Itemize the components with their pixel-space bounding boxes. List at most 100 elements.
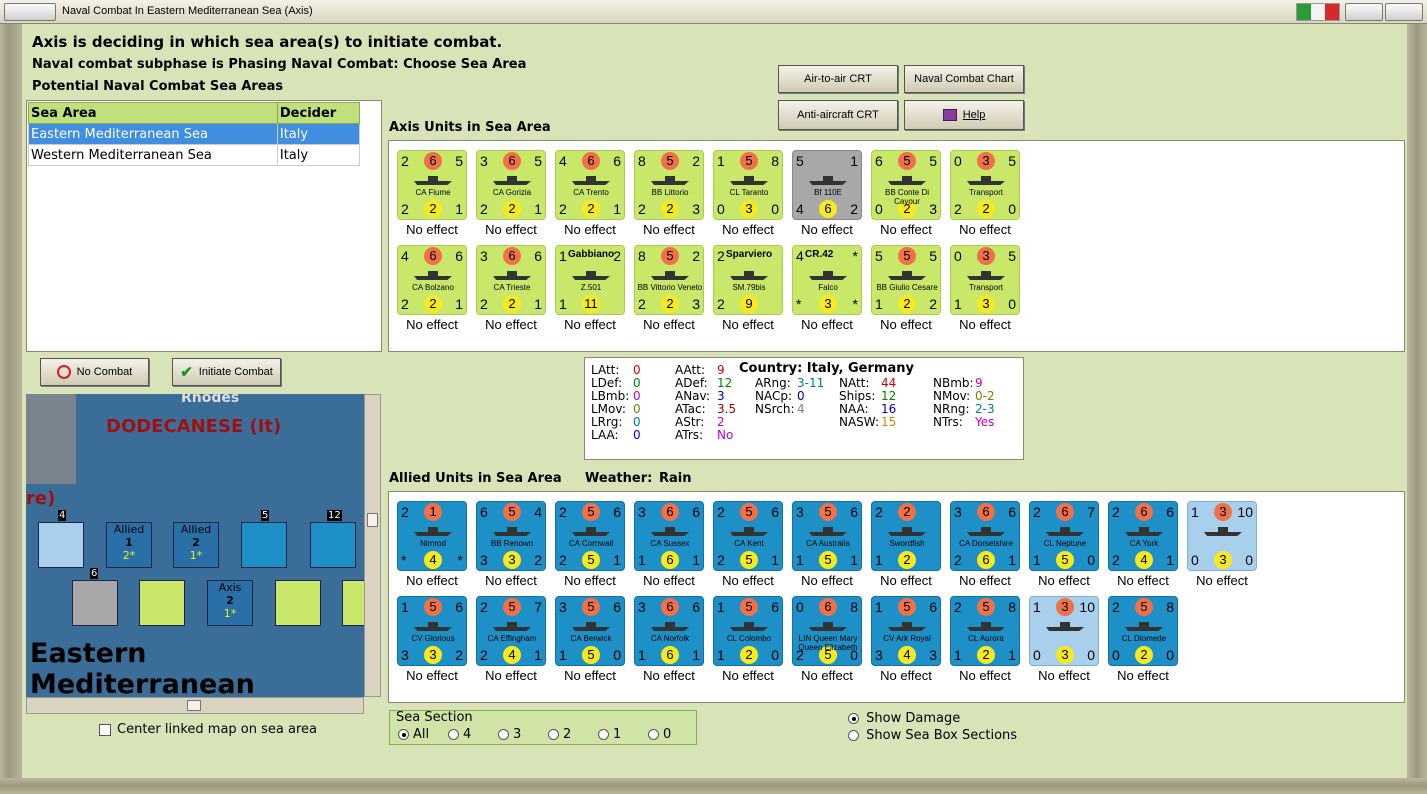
sea-section-option[interactable]: 3 xyxy=(498,727,521,742)
map-axis-stack[interactable]: Axis 2 1* xyxy=(207,580,253,626)
counter-value-tr: 6 xyxy=(534,248,542,264)
sea-section-option[interactable]: 2 xyxy=(548,727,571,742)
linked-map[interactable]: Rhodes DODECANESE (It) re) Eastern Medit… xyxy=(26,394,364,697)
table-row[interactable]: Eastern Mediterranean Sea Italy xyxy=(28,123,361,145)
center-map-checkbox[interactable] xyxy=(99,723,111,736)
close-button[interactable] xyxy=(1385,3,1423,21)
map-unit-bf110[interactable] xyxy=(72,580,118,626)
sea-section-option[interactable]: 4 xyxy=(448,727,471,742)
sea-section-radio[interactable] xyxy=(548,729,559,740)
minimize-button[interactable] xyxy=(1345,3,1383,21)
naval-combat-chart-button[interactable]: Naval Combat Chart xyxy=(904,65,1024,93)
show-sea-box-radio[interactable] xyxy=(848,730,859,741)
counter-attack-circle: 5 xyxy=(503,503,521,521)
map-unit-swordfish[interactable] xyxy=(241,522,287,568)
counter-value-bl: * xyxy=(401,552,407,568)
map-unit-sm79[interactable] xyxy=(139,580,185,626)
map-unit-partial[interactable] xyxy=(342,580,364,626)
sea-section-option[interactable]: 0 xyxy=(648,727,671,742)
map-vertical-scrollbar[interactable] xyxy=(364,394,381,697)
scroll-thumb[interactable] xyxy=(367,513,378,527)
map-unit-nimrod[interactable] xyxy=(310,522,356,568)
help-button[interactable]: Help xyxy=(904,100,1024,130)
sea-area-cell[interactable]: Eastern Mediterranean Sea xyxy=(28,123,278,145)
counter-unit-name: Falco xyxy=(818,283,838,292)
no-combat-button[interactable]: No Combat xyxy=(40,358,149,386)
sea-section-option[interactable]: 1 xyxy=(598,727,621,742)
sea-section-radio[interactable] xyxy=(648,729,659,740)
system-menu-button[interactable] xyxy=(4,3,56,21)
sea-section-radio[interactable] xyxy=(448,729,459,740)
sea-section-radio[interactable] xyxy=(498,729,509,740)
air-to-air-crt-button[interactable]: Air-to-air CRT xyxy=(778,65,898,93)
sea-area-cell[interactable]: Western Mediterranean Sea xyxy=(28,144,278,166)
counter-value-bl: 2 xyxy=(796,647,804,663)
stat-value: 0 xyxy=(633,376,641,390)
counter-aircraft-type: Sparviero xyxy=(726,249,773,260)
stat-key: NMov: xyxy=(933,389,971,403)
map-allied-stack[interactable]: Allied 1 2* xyxy=(106,522,152,568)
table-row[interactable]: Western Mediterranean Sea Italy xyxy=(28,144,361,166)
show-damage-option[interactable]: Show Damage xyxy=(848,711,960,726)
counter-effect-label: No effect xyxy=(801,573,853,588)
show-damage-radio[interactable] xyxy=(848,713,859,724)
sea-section-option[interactable]: All xyxy=(398,727,429,742)
italy-flag-icon xyxy=(1296,3,1340,21)
column-header-decider[interactable]: Decider xyxy=(276,102,361,124)
counter-attack-circle: 5 xyxy=(582,598,600,616)
map-unit-stack[interactable] xyxy=(38,522,84,568)
sea-section-radio[interactable] xyxy=(598,729,609,740)
map-allied-stack[interactable]: Allied 2 1* xyxy=(173,522,219,568)
map-unit-z501[interactable] xyxy=(275,580,321,626)
ship-silhouette-icon xyxy=(572,527,610,536)
sea-section-radio[interactable] xyxy=(398,729,409,740)
decider-cell[interactable]: Italy xyxy=(276,123,361,145)
show-sea-box-option[interactable]: Show Sea Box Sections xyxy=(848,728,1017,743)
initiate-combat-button[interactable]: ✔ Initiate Combat xyxy=(172,358,281,386)
center-map-option[interactable]: Center linked map on sea area xyxy=(99,722,317,737)
anti-aircraft-crt-button[interactable]: Anti-aircraft CRT xyxy=(778,100,898,130)
decider-cell[interactable]: Italy xyxy=(276,144,361,166)
counter-value-bl: 2 xyxy=(559,552,567,568)
column-header-sea-area[interactable]: Sea Area xyxy=(28,102,278,124)
scroll-thumb[interactable] xyxy=(187,700,201,711)
map-horizontal-scrollbar[interactable] xyxy=(26,697,364,714)
